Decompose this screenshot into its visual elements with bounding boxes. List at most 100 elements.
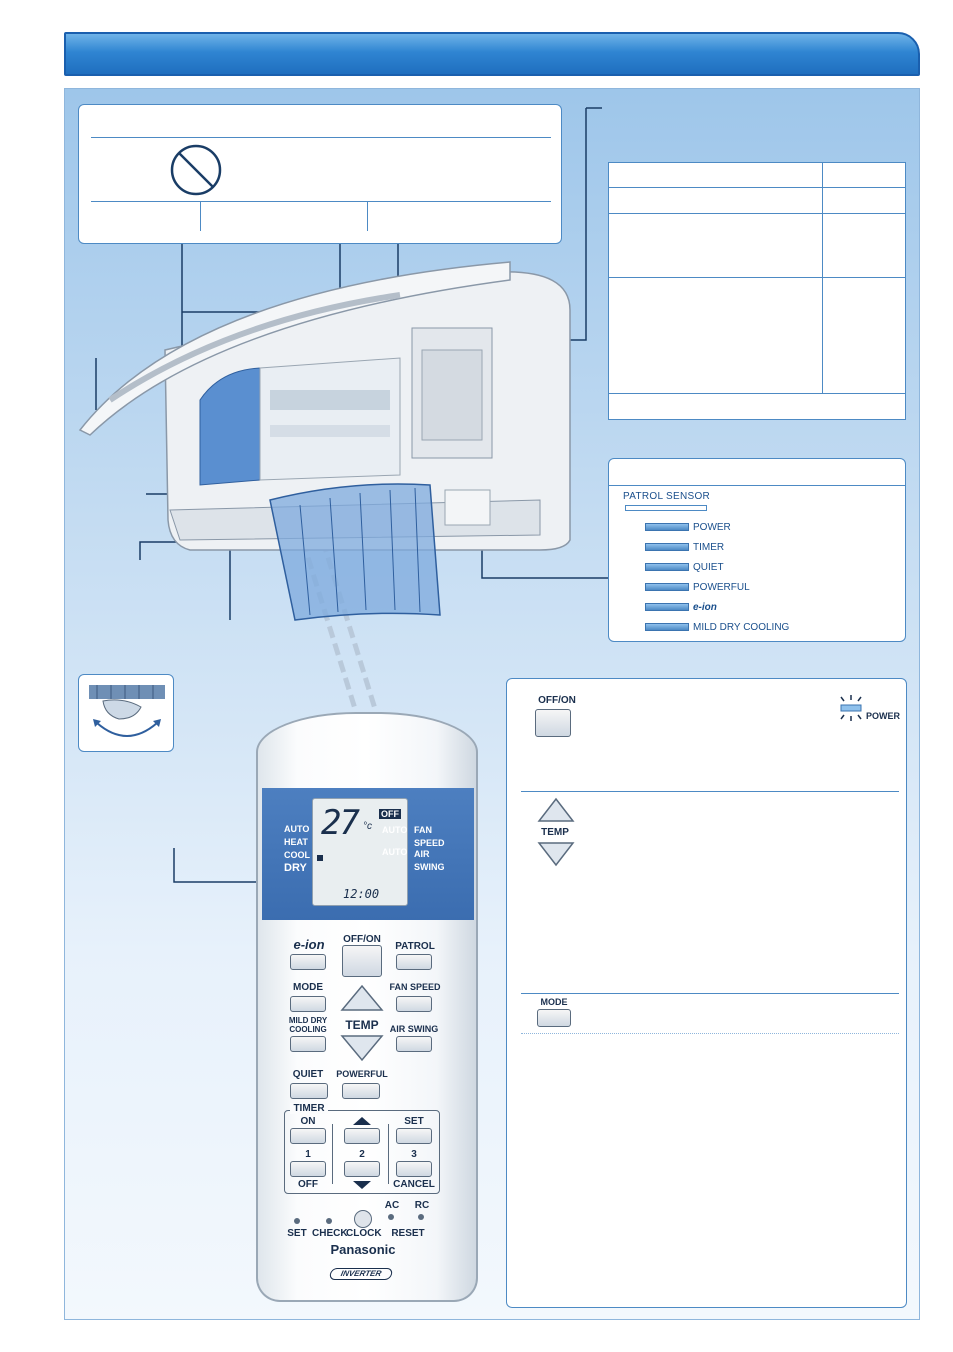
- mild-dry-button[interactable]: [290, 1036, 326, 1052]
- temp-down-button[interactable]: [340, 1034, 384, 1064]
- mode-button[interactable]: [290, 996, 326, 1012]
- offon-button[interactable]: [342, 945, 382, 977]
- powerful-button[interactable]: [342, 1083, 380, 1099]
- brand-logo: Panasonic: [330, 1242, 396, 1257]
- timer-cancel-button[interactable]: [396, 1161, 432, 1177]
- timer-divider-left: [332, 1124, 333, 1184]
- quiet-button[interactable]: [290, 1083, 328, 1099]
- check-label: CHECK: [312, 1228, 348, 1239]
- timer-up-icon: [353, 1117, 371, 1125]
- indicator-eion: e-ion: [693, 602, 717, 613]
- mode-button-label: MODE: [293, 982, 323, 993]
- hand-swing-icon: [89, 685, 165, 737]
- lcd-unit: °c: [363, 821, 372, 832]
- temp-label: TEMP: [345, 1018, 379, 1032]
- mode-list: AUTO HEAT COOL DRY: [284, 823, 310, 875]
- patrol-sensor-bar: [625, 505, 707, 511]
- timer-off-button[interactable]: [290, 1161, 326, 1177]
- ops-temp-down-icon: [537, 842, 575, 867]
- clock-button[interactable]: [354, 1210, 372, 1228]
- patrol-sensor-label: PATROL SENSOR: [623, 491, 711, 502]
- lcd-air-swing: AIR SWING: [414, 849, 445, 872]
- ops-mode-label: MODE: [540, 997, 568, 1007]
- eion-indicator-bar: [645, 603, 689, 611]
- timer-down-icon: [353, 1181, 371, 1189]
- timer-label: TIMER: [290, 1103, 328, 1114]
- offon-button-label: OFF/ON: [343, 934, 381, 945]
- mild-dry-button-label: MILD DRY COOLING: [288, 1016, 328, 1034]
- timer-on-button[interactable]: [290, 1128, 326, 1144]
- indicator-timer: TIMER: [693, 542, 725, 553]
- ops-offon-button: [535, 709, 571, 737]
- quiet-button-label: QUIET: [292, 1069, 324, 1080]
- powerful-indicator-bar: [645, 583, 689, 591]
- fan-speed-button-label: FAN SPEED: [389, 982, 441, 992]
- rc-label: RC: [414, 1200, 430, 1211]
- lcd-auto-swing: AUTO: [382, 847, 408, 857]
- power-indicator-bar: [645, 523, 689, 531]
- lcd-auto-fan: AUTO: [382, 825, 408, 835]
- lcd-mode-marker: [317, 855, 323, 861]
- ops-mode-button: [537, 1009, 571, 1027]
- set-label: SET: [287, 1228, 307, 1239]
- mode-heat: HEAT: [284, 837, 308, 847]
- eion-button[interactable]: [290, 954, 326, 970]
- lcd-clock: 12:00: [343, 887, 380, 901]
- mode-cool: COOL: [284, 850, 310, 860]
- operations-panel: OFF/ON POWER TEMP MODE: [506, 678, 907, 1308]
- timer-indicator-bar: [645, 543, 689, 551]
- indicator-mild-dry-cooling: MILD DRY COOLING: [693, 622, 790, 633]
- timer-1-label: 1: [305, 1149, 311, 1160]
- indicator-quiet: QUIET: [693, 562, 724, 573]
- indicator-power: POWER: [693, 522, 731, 533]
- patrol-button-label: PATROL: [395, 941, 435, 952]
- temp-up-button[interactable]: [340, 984, 384, 1014]
- swing-inset: [78, 674, 174, 752]
- ac-reset-hole[interactable]: [388, 1214, 394, 1220]
- indicator-powerful: POWERFUL: [693, 582, 750, 593]
- timer-block: [284, 1110, 440, 1194]
- power-blink-icon: [840, 695, 862, 721]
- powerful-button-label: POWERFUL: [336, 1069, 388, 1079]
- ops-temp-up-icon: [537, 797, 575, 822]
- mild-dry-indicator-bar: [645, 623, 689, 631]
- patrol-button[interactable]: [396, 954, 432, 970]
- timer-2-label: 2: [359, 1149, 365, 1160]
- ops-power-label: POWER: [865, 711, 900, 721]
- eion-button-label: e-ion: [293, 937, 325, 952]
- reset-label: RESET: [391, 1228, 425, 1239]
- air-swing-button[interactable]: [396, 1036, 432, 1052]
- check-hole[interactable]: [326, 1218, 332, 1224]
- mode-dry: DRY: [284, 862, 307, 874]
- air-conditioner-illustration: [78, 261, 571, 621]
- timer-set-label: SET: [404, 1116, 424, 1127]
- lcd-screen: 27 °c OFF 12:00: [312, 798, 408, 906]
- clock-label: CLOCK: [346, 1228, 382, 1239]
- set-hole[interactable]: [294, 1218, 300, 1224]
- timer-on-label: ON: [300, 1116, 316, 1127]
- inverter-text: INVERTER: [339, 1269, 383, 1278]
- ops-temp-label: TEMP: [541, 827, 569, 838]
- inverter-badge: INVERTER: [328, 1268, 394, 1280]
- timer-cancel-label: CANCEL: [393, 1179, 435, 1190]
- timer-down-button[interactable]: [344, 1161, 380, 1177]
- indicator-panel: PATROL SENSOR POWER TIMER QUIET POWERFUL…: [608, 458, 906, 642]
- quiet-indicator-bar: [645, 563, 689, 571]
- header-bar: [64, 32, 920, 76]
- ops-offon-label: OFF/ON: [538, 695, 576, 706]
- timer-set-button[interactable]: [396, 1128, 432, 1144]
- info-table: [608, 162, 906, 420]
- fan-speed-button[interactable]: [396, 996, 432, 1012]
- ac-label: AC: [384, 1200, 400, 1211]
- rc-reset-hole[interactable]: [418, 1214, 424, 1220]
- lcd-off: OFF: [379, 809, 401, 819]
- caution-box: [78, 104, 562, 244]
- lcd-fan-speed: FAN SPEED: [414, 825, 445, 848]
- air-swing-button-label: AIR SWING: [389, 1024, 439, 1034]
- lcd-temperature: 27: [321, 803, 360, 843]
- prohibition-icon: [170, 144, 222, 196]
- timer-divider-right: [388, 1124, 389, 1184]
- mode-auto: AUTO: [284, 824, 310, 834]
- timer-up-button[interactable]: [344, 1128, 380, 1144]
- timer-3-label: 3: [411, 1149, 417, 1160]
